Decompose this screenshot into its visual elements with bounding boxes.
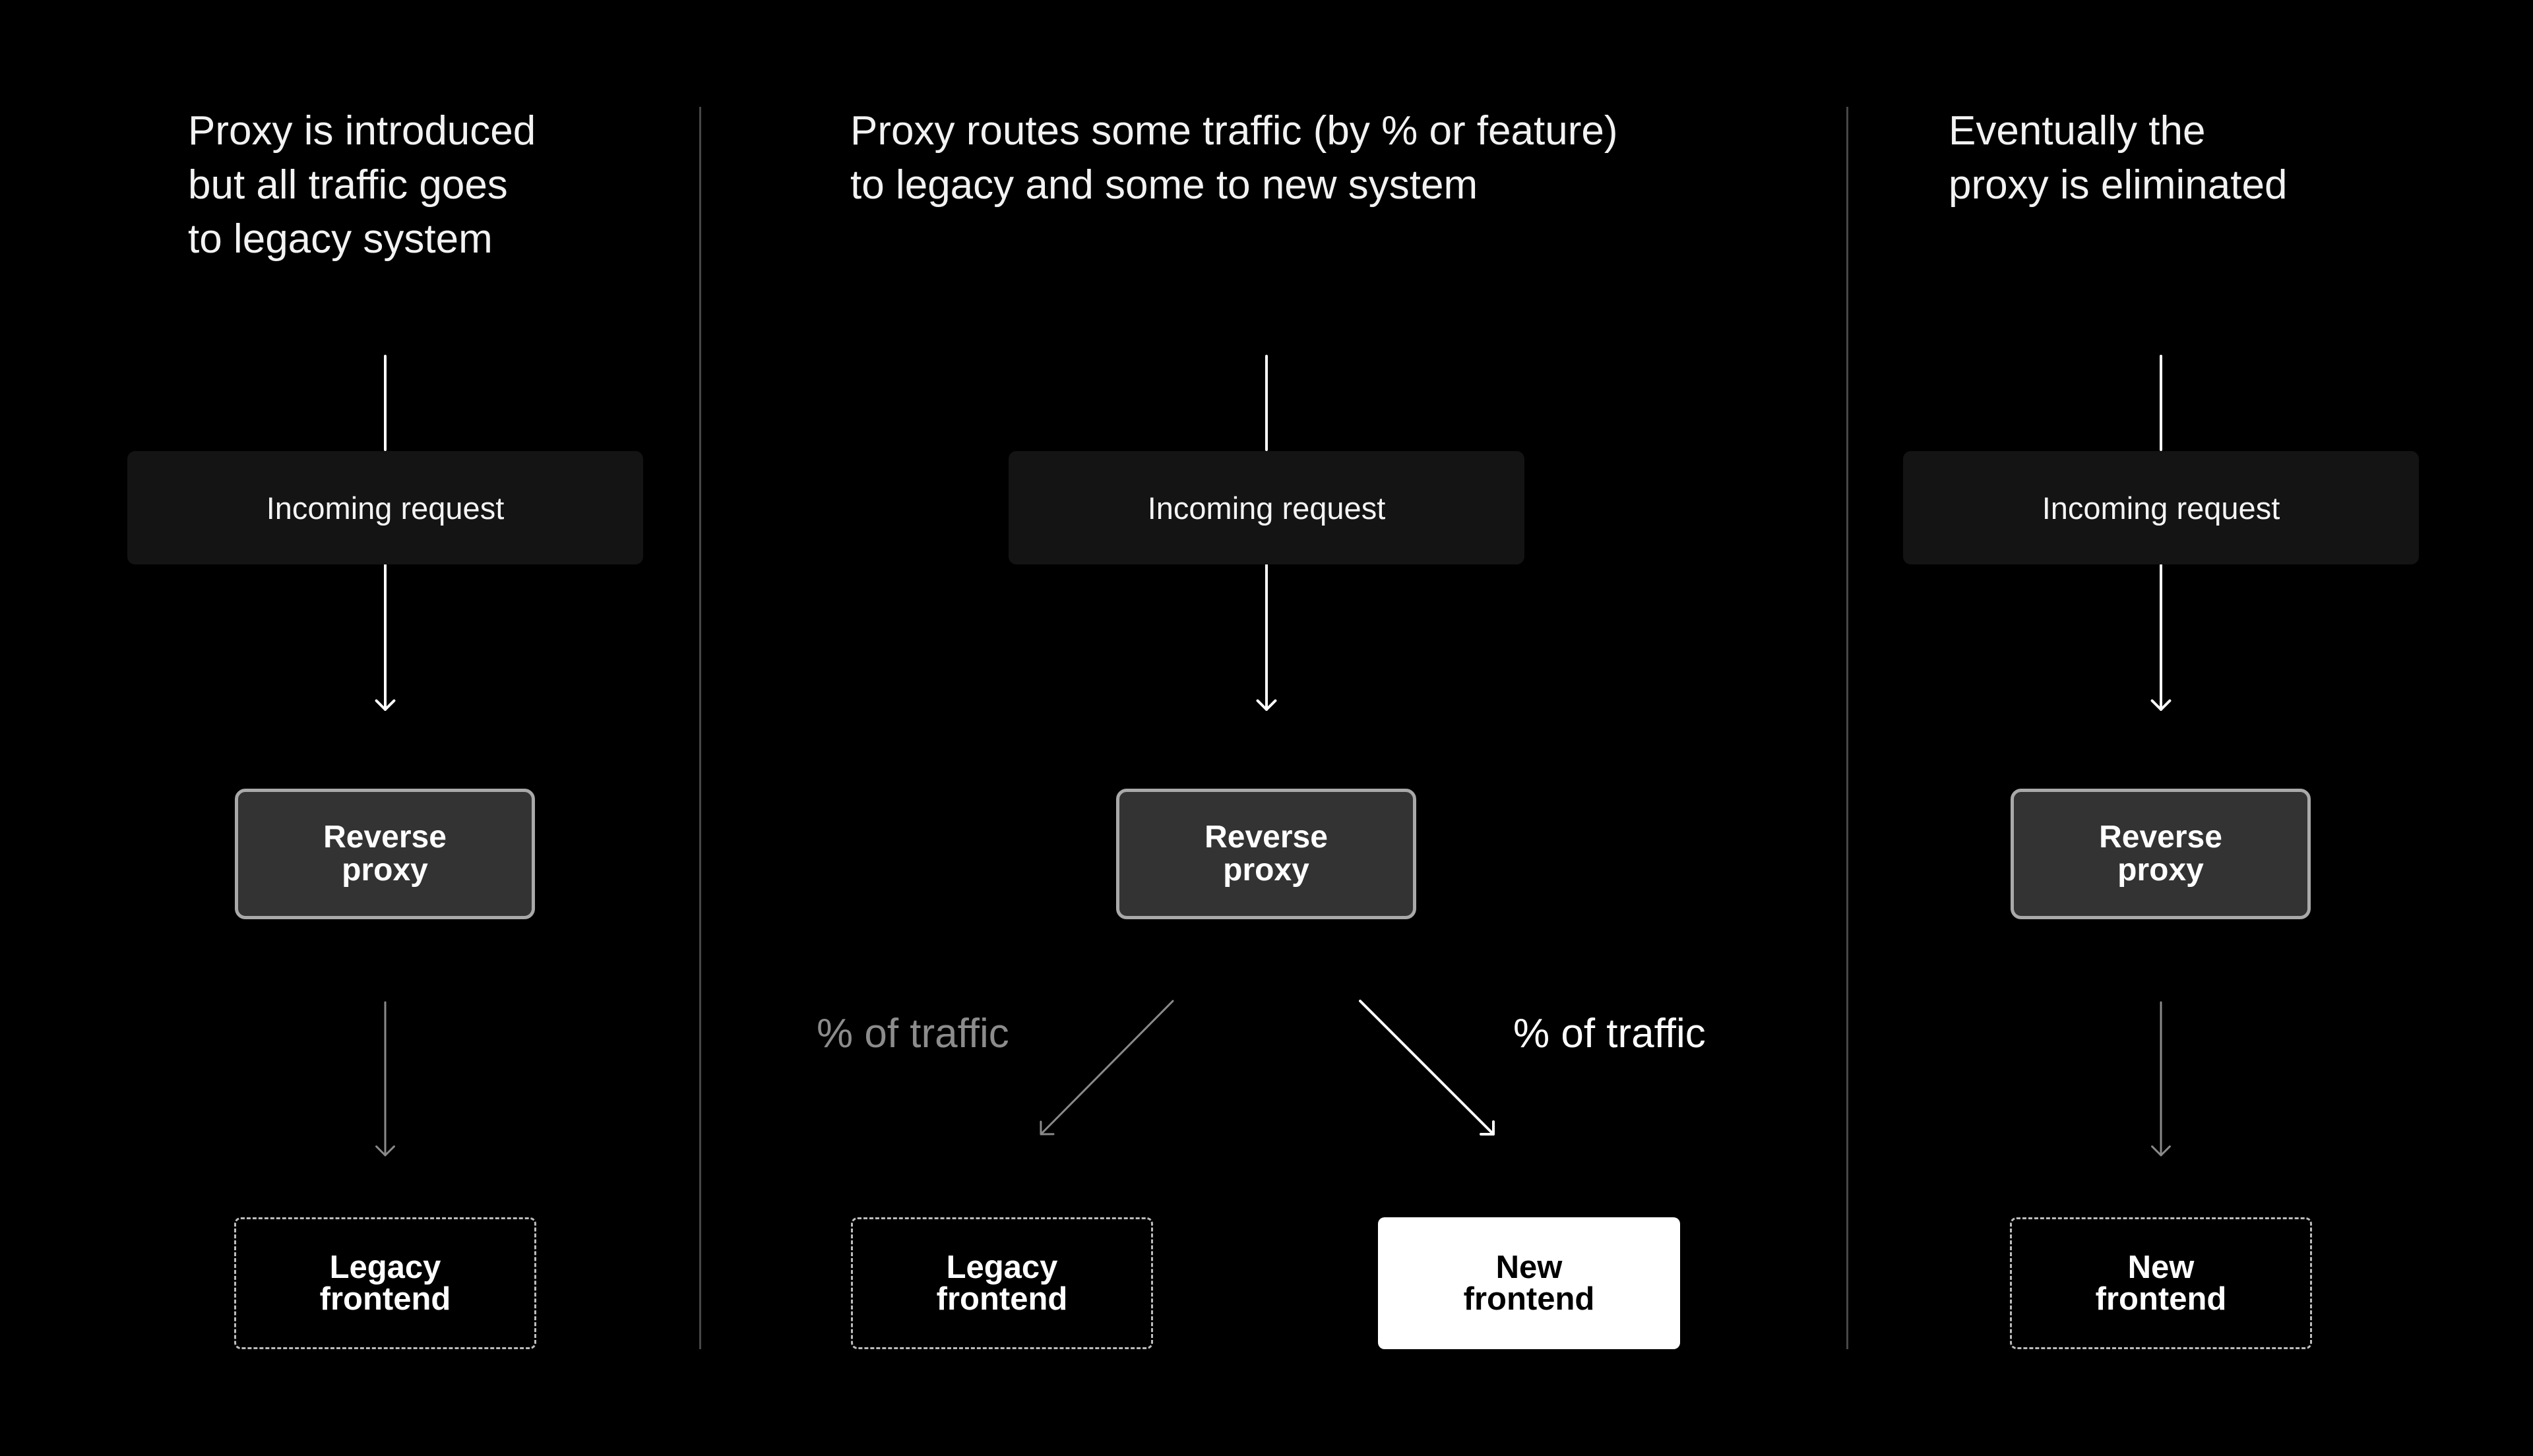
- incoming-request-label: Incoming request: [2042, 490, 2280, 526]
- incoming-request-box: Incoming request: [1009, 451, 1524, 564]
- new-frontend-label: frontend: [1463, 1281, 1595, 1317]
- new-frontend-label: New: [1495, 1250, 1563, 1285]
- legacy-traffic-label: % of traffic: [817, 1011, 1009, 1056]
- panel-heading: Proxy is introduced but all traffic goes…: [188, 104, 536, 266]
- reverse-proxy-box: Reverse proxy: [2011, 789, 2311, 919]
- arrow-incoming-to-proxy-head: [2150, 699, 2172, 711]
- new-traffic-label: % of traffic: [1513, 1011, 1706, 1056]
- column-divider-right: [1846, 107, 1848, 1349]
- incoming-request-label: Incoming request: [266, 490, 505, 526]
- heading-line: proxy is eliminated: [1949, 162, 2288, 208]
- reverse-proxy-label: Reverse: [2099, 820, 2222, 855]
- arrow-incoming-to-proxy-head: [375, 699, 396, 711]
- heading-line: to legacy and some to new system: [850, 162, 1478, 208]
- new-frontend-label: New: [2127, 1250, 2195, 1285]
- new-frontend-label: frontend: [2095, 1281, 2227, 1317]
- reverse-proxy-label: Reverse: [323, 820, 447, 855]
- column-divider-left: [699, 107, 701, 1349]
- reverse-proxy-label: proxy: [2117, 853, 2204, 888]
- heading-line: Eventually the: [1949, 108, 2206, 154]
- incoming-request-label: Incoming request: [1147, 490, 1386, 526]
- reverse-proxy-box: Reverse proxy: [1116, 789, 1416, 919]
- legacy-frontend-label: frontend: [319, 1281, 451, 1317]
- incoming-request-box: Incoming request: [1903, 451, 2419, 564]
- legacy-frontend-label: frontend: [936, 1281, 1068, 1317]
- arrow-proxy-to-new-frontend-head: [1480, 1120, 1495, 1136]
- new-frontend-box: New frontend: [2010, 1217, 2312, 1349]
- legacy-frontend-box: Legacy frontend: [234, 1217, 536, 1349]
- heading-line: Proxy routes some traffic (by % or featu…: [850, 108, 1618, 154]
- arrow-proxy-to-legacy-frontend-head: [1040, 1120, 1055, 1136]
- arrow-proxy-to-legacy-frontend: [1040, 1000, 1174, 1136]
- new-frontend-box: New frontend: [1378, 1217, 1680, 1349]
- heading-line: to legacy system: [188, 216, 493, 262]
- arrow-incoming-to-proxy-head: [1256, 699, 1277, 711]
- legacy-frontend-label: Legacy: [329, 1250, 441, 1285]
- heading-line: but all traffic goes: [188, 162, 508, 208]
- arrow-proxy-to-legacy-head: [375, 1145, 395, 1157]
- legacy-frontend-box: Legacy frontend: [851, 1217, 1153, 1349]
- panel-heading: Proxy routes some traffic (by % or featu…: [850, 104, 1618, 212]
- reverse-proxy-box: Reverse proxy: [235, 789, 535, 919]
- reverse-proxy-label: proxy: [1223, 853, 1309, 888]
- heading-line: Proxy is introduced: [188, 108, 536, 154]
- incoming-request-box: Incoming request: [127, 451, 643, 564]
- reverse-proxy-label: proxy: [342, 853, 428, 888]
- reverse-proxy-label: Reverse: [1204, 820, 1328, 855]
- panel-heading: Eventually the proxy is eliminated: [1949, 104, 2287, 212]
- arrow-proxy-to-new-frontend: [1359, 1000, 1495, 1136]
- arrow-proxy-to-new-head: [2151, 1145, 2171, 1157]
- legacy-frontend-label: Legacy: [946, 1250, 1058, 1285]
